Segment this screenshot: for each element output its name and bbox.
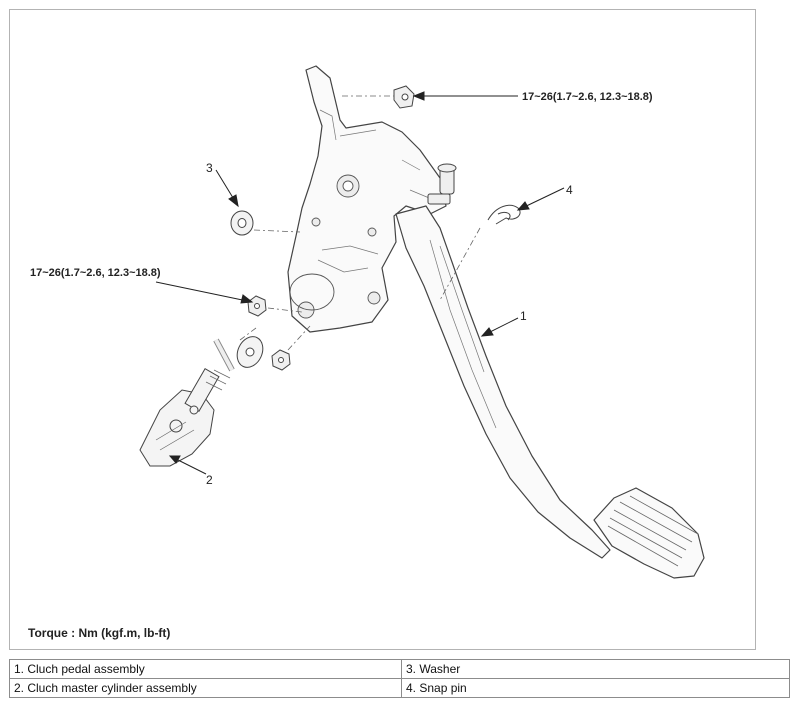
mounting-bracket [287, 65, 447, 333]
callout-number-3: 3 [206, 161, 213, 175]
snap-pin [487, 204, 521, 225]
callout-number-4: 4 [566, 183, 573, 197]
table-row: 1. Cluch pedal assembly 3. Washer [9, 659, 790, 679]
torque-label-left: 17~26(1.7~2.6, 12.3~18.8) [30, 267, 161, 279]
legend-item-1: 1. Cluch pedal assembly [9, 659, 402, 679]
torque-label-top: 17~26(1.7~2.6, 12.3~18.8) [522, 91, 653, 103]
legend-item-2: 2. Cluch master cylinder assembly [9, 678, 402, 698]
callout-number-1: 1 [520, 309, 527, 323]
torque-unit-note: Torque : Nm (kgf.m, lb-ft) [28, 626, 171, 640]
callout-number-2: 2 [206, 473, 213, 487]
table-row: 2. Cluch master cylinder assembly 4. Sna… [9, 678, 790, 698]
legend-item-4: 4. Snap pin [401, 678, 790, 698]
pedal-arm [395, 205, 611, 559]
legend-item-3: 3. Washer [401, 659, 790, 679]
figure-frame: 17~26(1.7~2.6, 12.3~18.8) 17~26(1.7~2.6,… [9, 9, 756, 650]
clutch-pedal-diagram: 17~26(1.7~2.6, 12.3~18.8) 17~26(1.7~2.6,… [30, 65, 705, 579]
parts-legend-table: 1. Cluch pedal assembly 3. Washer 2. Clu… [9, 659, 790, 698]
pedal-pad [593, 487, 705, 579]
